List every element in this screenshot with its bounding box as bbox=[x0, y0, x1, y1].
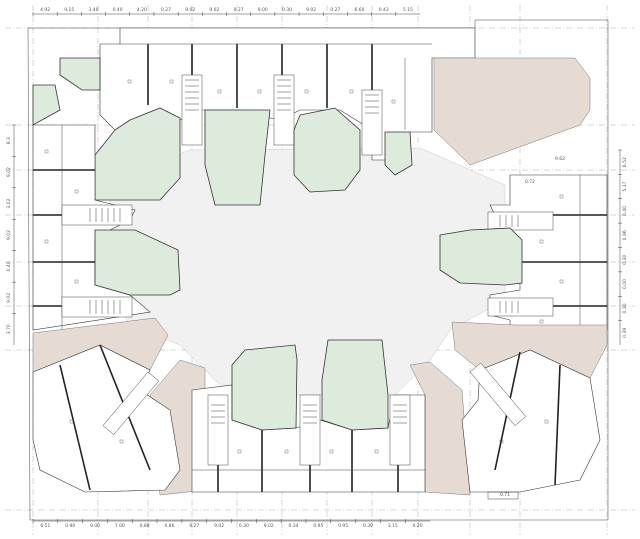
garden-bottom-right bbox=[321, 339, 389, 431]
dim-right-label: 0.96 bbox=[622, 230, 628, 240]
garden-left bbox=[94, 229, 181, 296]
dim-bottom-label: 0.90 bbox=[65, 523, 75, 529]
dim-top-label: 9.02 bbox=[306, 7, 316, 13]
dim-top-label: 9.02 bbox=[185, 7, 195, 13]
dim-right-label: 0.40 bbox=[622, 206, 628, 216]
dim-top-label: 6.60 bbox=[355, 7, 365, 13]
dim-inner-label: 0.71 bbox=[500, 492, 510, 498]
dimension-column-right: 6.52 5.17 0.40 0.96 0.30 0.00 0.30 0.39 bbox=[618, 149, 628, 345]
dim-bottom-label: 7.00 bbox=[115, 523, 125, 529]
dim-bottom-label: 9.02 bbox=[264, 523, 274, 529]
garden-top-left bbox=[94, 107, 181, 201]
dim-top-label: 3.40 bbox=[88, 7, 98, 13]
right-block bbox=[487, 174, 608, 331]
dim-left-label: 9.02 bbox=[6, 293, 12, 303]
dim-top-label: 4.20 bbox=[137, 7, 147, 13]
dim-inner-label: 0.72 bbox=[525, 179, 535, 185]
dim-left-label: 9.02 bbox=[6, 167, 12, 177]
dim-bottom-label: 3.15 bbox=[388, 523, 398, 529]
paved-area-top-right bbox=[433, 57, 591, 166]
dim-bottom-label: 0.20 bbox=[413, 523, 423, 529]
left-block bbox=[32, 124, 151, 331]
dim-top-label: 0.27 bbox=[330, 7, 340, 13]
column-markers bbox=[44, 79, 564, 454]
dim-top-label: 0.43 bbox=[379, 7, 389, 13]
dimension-row-bottom: 6.51 0.90 9.00 7.00 0.88 0.86 9.27 9.02 0.30 9.02… bbox=[32, 519, 430, 529]
bottom-right-stair bbox=[469, 362, 527, 426]
garden-top-right bbox=[293, 107, 361, 193]
dim-left-label: 3.70 bbox=[6, 324, 12, 334]
dim-bottom-label: 9.00 bbox=[90, 523, 100, 529]
garden-bottom-left bbox=[231, 344, 298, 431]
dim-top-label: 5.15 bbox=[403, 7, 413, 13]
bottom-left-wing bbox=[32, 344, 181, 493]
top-block bbox=[99, 27, 591, 166]
dim-top-label: 0.40 bbox=[113, 7, 123, 13]
dim-top-label: 9.00 bbox=[258, 7, 268, 13]
dim-left-label: 8.3 bbox=[6, 137, 12, 144]
dim-top-label: 0.27 bbox=[161, 7, 171, 13]
dim-top-label: 9.15 bbox=[64, 7, 74, 13]
bottom-left-wing-outline bbox=[32, 344, 181, 493]
dim-bottom-label: 6.51 bbox=[40, 523, 50, 529]
dim-bottom-label: 0.86 bbox=[164, 523, 174, 529]
top-stair-3 bbox=[361, 89, 383, 156]
bottom-block bbox=[191, 384, 426, 493]
dim-top-label: 0.30 bbox=[282, 7, 292, 13]
bottom-stair-2 bbox=[299, 394, 321, 466]
dim-top-label: 0.27 bbox=[234, 7, 244, 13]
dim-top-label: 4.92 bbox=[40, 7, 50, 13]
dim-right-label: 6.52 bbox=[622, 157, 628, 167]
dimension-column-left: 8.3 9.02 3.02 9.02 0.40 9.02 3.70 bbox=[6, 124, 16, 345]
left-stair-2 bbox=[61, 296, 133, 318]
bottom-left-stair bbox=[102, 371, 160, 435]
garden-top-far-left bbox=[59, 57, 101, 91]
dim-inner-label: 9.62 bbox=[555, 156, 565, 162]
bottom-stair-3 bbox=[389, 394, 411, 466]
dim-bottom-label: 0.34 bbox=[289, 523, 299, 529]
dim-bottom-label: 0.30 bbox=[363, 523, 373, 529]
dim-left-label: 0.40 bbox=[6, 261, 12, 271]
garden-top-center bbox=[204, 109, 271, 206]
dimension-row-top: 4.92 9.15 3.40 0.40 4.20 0.27 9.02 9.02 0.27 9.00… bbox=[32, 7, 420, 16]
dim-right-label: 0.30 bbox=[622, 303, 628, 313]
garden-corner-left bbox=[32, 84, 61, 126]
bottom-stair-1 bbox=[207, 394, 229, 466]
dim-left-label: 3.02 bbox=[6, 198, 12, 208]
dim-right-label: 0.39 bbox=[622, 328, 628, 338]
dim-right-label: 0.30 bbox=[622, 255, 628, 265]
right-stair-2 bbox=[487, 297, 554, 317]
dim-bottom-label: 0.30 bbox=[239, 523, 249, 529]
dim-right-label: 0.00 bbox=[622, 279, 628, 289]
dim-top-label: 9.02 bbox=[209, 7, 219, 13]
left-stair-1 bbox=[61, 204, 133, 226]
garden-right bbox=[439, 227, 523, 286]
garden-top-right-small bbox=[384, 131, 413, 176]
dim-bottom-label: 9.02 bbox=[214, 523, 224, 529]
dim-bottom-label: 0.95 bbox=[338, 523, 348, 529]
dim-bottom-label: 0.88 bbox=[140, 523, 150, 529]
dim-left-label: 9.02 bbox=[6, 230, 12, 240]
dim-bottom-label: 0.95 bbox=[313, 523, 323, 529]
bottom-right-dim-box bbox=[487, 491, 519, 500]
dim-right-label: 5.17 bbox=[622, 181, 628, 191]
dim-bottom-label: 9.27 bbox=[189, 523, 199, 529]
right-stair-1 bbox=[487, 211, 554, 231]
dimension-inner: 9.62 0.72 0.71 bbox=[500, 156, 565, 498]
bottom-right-wing bbox=[461, 349, 601, 500]
